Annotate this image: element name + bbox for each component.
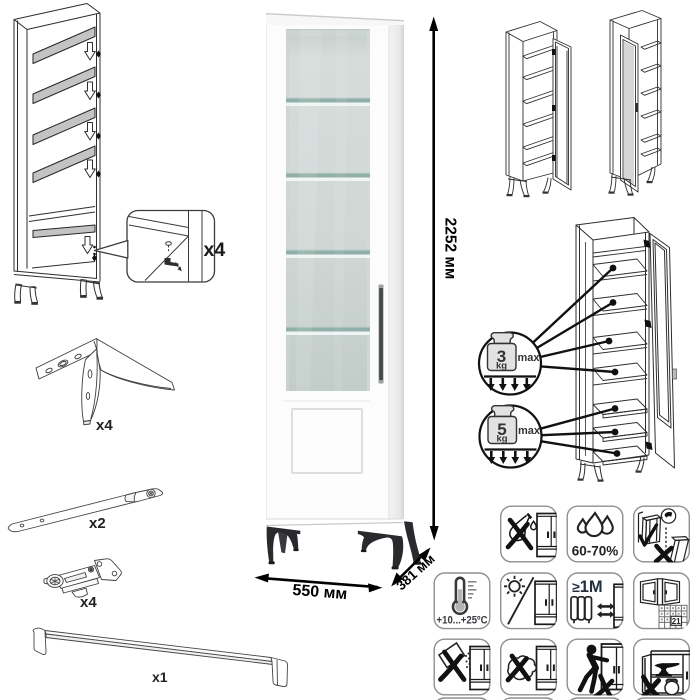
svg-text:x1: x1 <box>152 669 168 685</box>
svg-text:kg: kg <box>496 434 507 445</box>
svg-text:60-70%: 60-70% <box>572 544 619 559</box>
svg-text:21: 21 <box>672 617 681 626</box>
svg-text:+10...+25ºC: +10...+25ºC <box>437 614 488 626</box>
svg-text:5: 5 <box>497 420 506 439</box>
svg-text:3: 3 <box>497 347 506 366</box>
svg-text:x2: x2 <box>89 515 106 532</box>
svg-text:x4: x4 <box>96 417 113 434</box>
svg-text:x4: x4 <box>204 239 226 261</box>
svg-text:kg: kg <box>496 361 507 372</box>
svg-text:≥1М: ≥1М <box>572 578 603 596</box>
svg-text:2252 мм: 2252 мм <box>442 218 459 280</box>
svg-text:max: max <box>518 352 541 364</box>
svg-text:x4: x4 <box>80 594 97 611</box>
svg-text:max: max <box>518 425 541 437</box>
svg-text:550 мм: 550 мм <box>292 582 348 603</box>
